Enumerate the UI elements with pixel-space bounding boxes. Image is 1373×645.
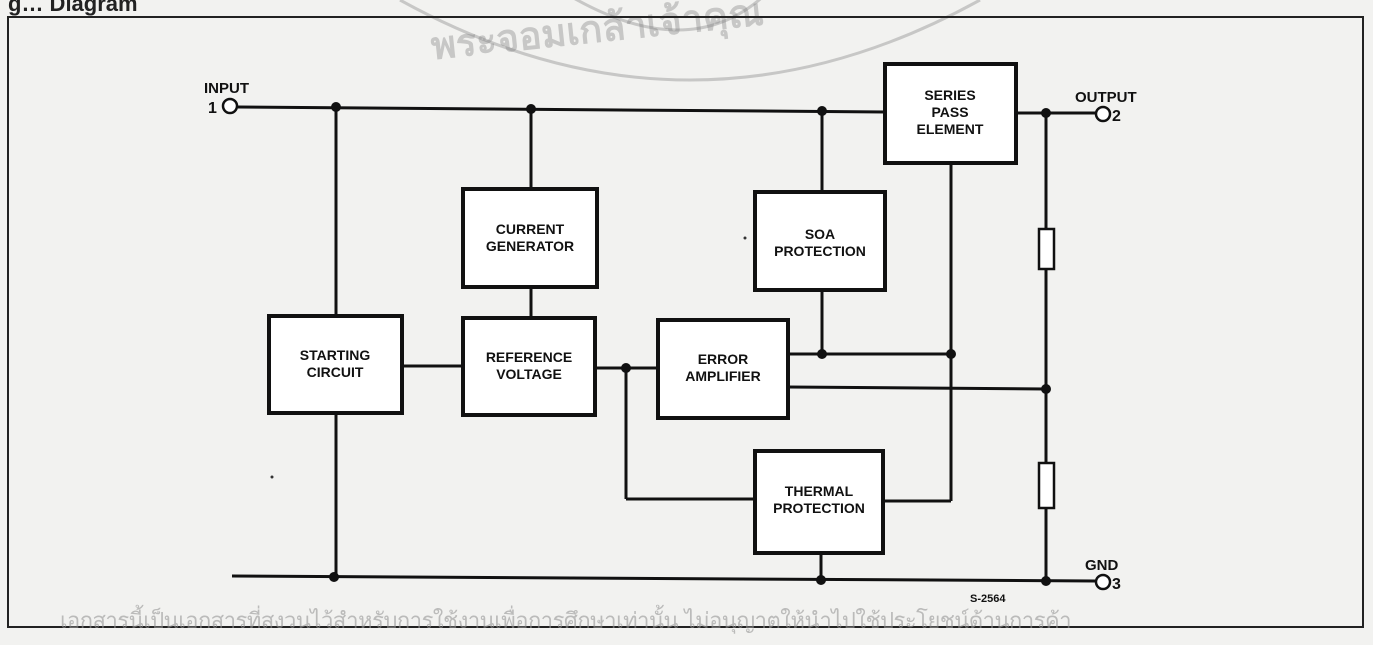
junction-dot [816, 575, 826, 585]
starting-circuit-line-2: CIRCUIT [307, 364, 364, 380]
figure-caption: g… Diagram [8, 0, 138, 16]
blocks [267, 62, 1018, 555]
block-starting-circuit [267, 314, 404, 415]
figure-frame [7, 16, 1364, 628]
series-pass-line-2: PASS [931, 104, 968, 120]
gnd-terminal [1094, 573, 1112, 591]
series-pass-line-3: ELEMENT [917, 121, 984, 137]
watermark-footer-text: เอกสารนี้เป็นเอกสารที่สงวนไว้สำหรับการใช… [60, 609, 1072, 634]
resistor-lower [1037, 461, 1056, 510]
block-thermal-protection [753, 449, 885, 555]
output-pin-number: 2 [1112, 108, 1121, 125]
figure-code: S-2564 [970, 593, 1006, 605]
junction-dot [817, 349, 827, 359]
input-terminal [221, 97, 239, 115]
thermal-protection-line-1: THERMAL [785, 483, 854, 499]
junction-dot [1041, 108, 1051, 118]
gnd-pin-number: 3 [1112, 576, 1121, 593]
junction-dot [621, 363, 631, 373]
thermal-protection-line-2: PROTECTION [773, 500, 865, 516]
watermark-seal-arc [399, 0, 981, 82]
wire-ground-rail [231, 574, 1096, 583]
reference-voltage-line-2: VOLTAGE [496, 366, 562, 382]
input-label: INPUT [204, 80, 249, 97]
starting-circuit-line-1: STARTING [300, 347, 371, 363]
speck [270, 475, 274, 479]
current-generator-line-1: CURRENT [496, 221, 565, 237]
resistor-upper [1037, 227, 1056, 271]
error-amplifier-line-2: AMPLIFIER [685, 368, 760, 384]
error-amplifier-line-1: ERROR [698, 351, 749, 367]
block-error-amplifier [656, 318, 790, 420]
wire-feedback [787, 385, 1047, 391]
output-terminal [1094, 105, 1112, 123]
series-pass-line-1: SERIES [924, 87, 975, 103]
input-pin-number: 1 [208, 100, 217, 117]
junction-dot [329, 572, 339, 582]
watermark-seal-inner-arc [574, 0, 762, 32]
reference-voltage-line-1: REFERENCE [486, 349, 572, 365]
junction-dot [817, 106, 827, 116]
output-label: OUTPUT [1075, 89, 1137, 106]
soa-protection-line-1: SOA [805, 226, 835, 242]
block-series-pass [883, 62, 1018, 165]
junction-dot [946, 349, 956, 359]
junction-dot [1041, 576, 1051, 586]
current-generator-line-2: GENERATOR [486, 238, 574, 254]
block-reference-voltage [461, 316, 597, 417]
wire-input-rail [237, 105, 886, 114]
junction-dot [526, 104, 536, 114]
block-soa-protection [753, 190, 887, 292]
block-current-generator [461, 187, 599, 289]
speck [743, 236, 747, 240]
junction-dots [329, 102, 1051, 586]
gnd-label: GND [1085, 557, 1119, 574]
soa-protection-line-2: PROTECTION [774, 243, 866, 259]
junction-dot [331, 102, 341, 112]
junction-dot [1041, 384, 1051, 394]
